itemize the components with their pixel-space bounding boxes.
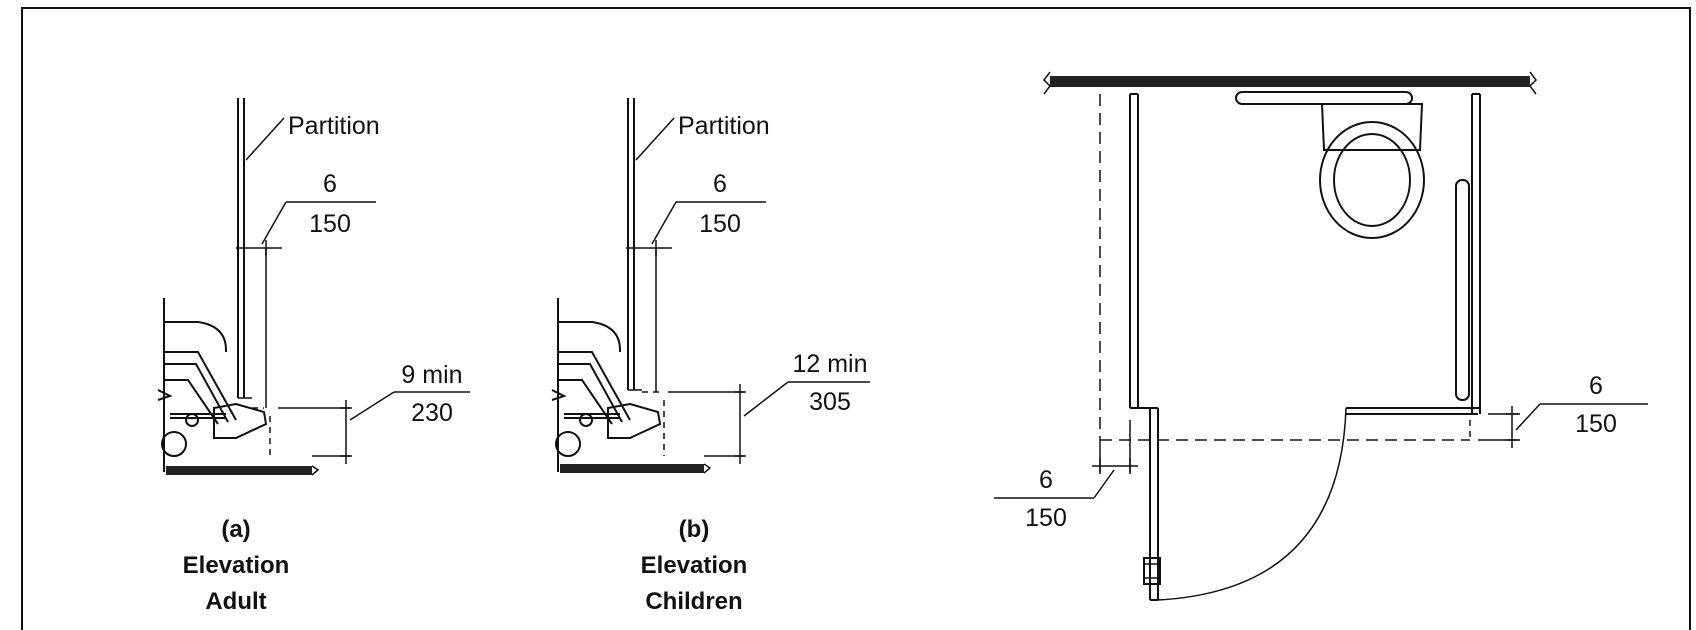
dim-a-top-leader — [261, 201, 287, 245]
partition-a-leader — [245, 117, 285, 161]
wheelchair-footrest-b — [551, 298, 662, 472]
figure-border — [21, 7, 1691, 630]
dim-c-left-leader — [1093, 469, 1115, 499]
dim-c-left-mm: 150 — [1025, 504, 1067, 532]
door-swing-arc — [1157, 407, 1347, 601]
dim-a-top-mm: 150 — [309, 210, 351, 238]
partition-a-label: Partition — [288, 112, 380, 140]
figure-b-elevation-children: Partition 6 150 1 — [551, 98, 870, 615]
toilet-fixture — [1319, 103, 1425, 239]
caption-b-line1: Elevation — [641, 552, 748, 579]
dim-b-toe-mm: 305 — [809, 388, 851, 416]
floor-b — [560, 464, 704, 473]
caption-a-letter: (a) — [221, 516, 250, 543]
door-latch — [1143, 557, 1161, 585]
dim-c-right-inches: 6 — [1589, 372, 1603, 400]
side-grab-bar — [1455, 179, 1470, 401]
dim-c-right-mm: 150 — [1575, 410, 1617, 438]
rear-grab-bar — [1235, 91, 1413, 105]
dim-a-toe-inches: 9 min — [401, 361, 462, 389]
dim-a-toe-leader — [349, 391, 395, 421]
caption-a-line2: Adult — [205, 588, 266, 615]
dim-a-toe-mm: 230 — [411, 399, 453, 427]
wheelchair-footrest-a — [157, 298, 268, 472]
dim-b-toe-leader — [743, 381, 789, 417]
caption-b-line2: Children — [645, 588, 742, 615]
caption-b-letter: (b) — [679, 516, 710, 543]
dim-b-top-leader — [651, 201, 677, 245]
dim-c-left-inches: 6 — [1039, 466, 1053, 494]
dim-b-top-mm: 150 — [699, 210, 741, 238]
dim-b-toe-inches: 12 min — [792, 350, 867, 378]
partition-b-leader — [635, 117, 675, 161]
partition-b-label: Partition — [678, 112, 770, 140]
figure-c-plan: 6 150 6 150 — [994, 71, 1648, 601]
floor-a — [166, 466, 312, 475]
dim-a-top-inches: 6 — [323, 170, 337, 198]
figure-a-elevation-adult: Partition 6 150 — [157, 98, 470, 615]
dim-b-top-inches: 6 — [713, 170, 727, 198]
dim-c-right-leader — [1515, 403, 1541, 431]
rear-wall — [1050, 76, 1530, 87]
caption-a-line1: Elevation — [183, 552, 290, 579]
